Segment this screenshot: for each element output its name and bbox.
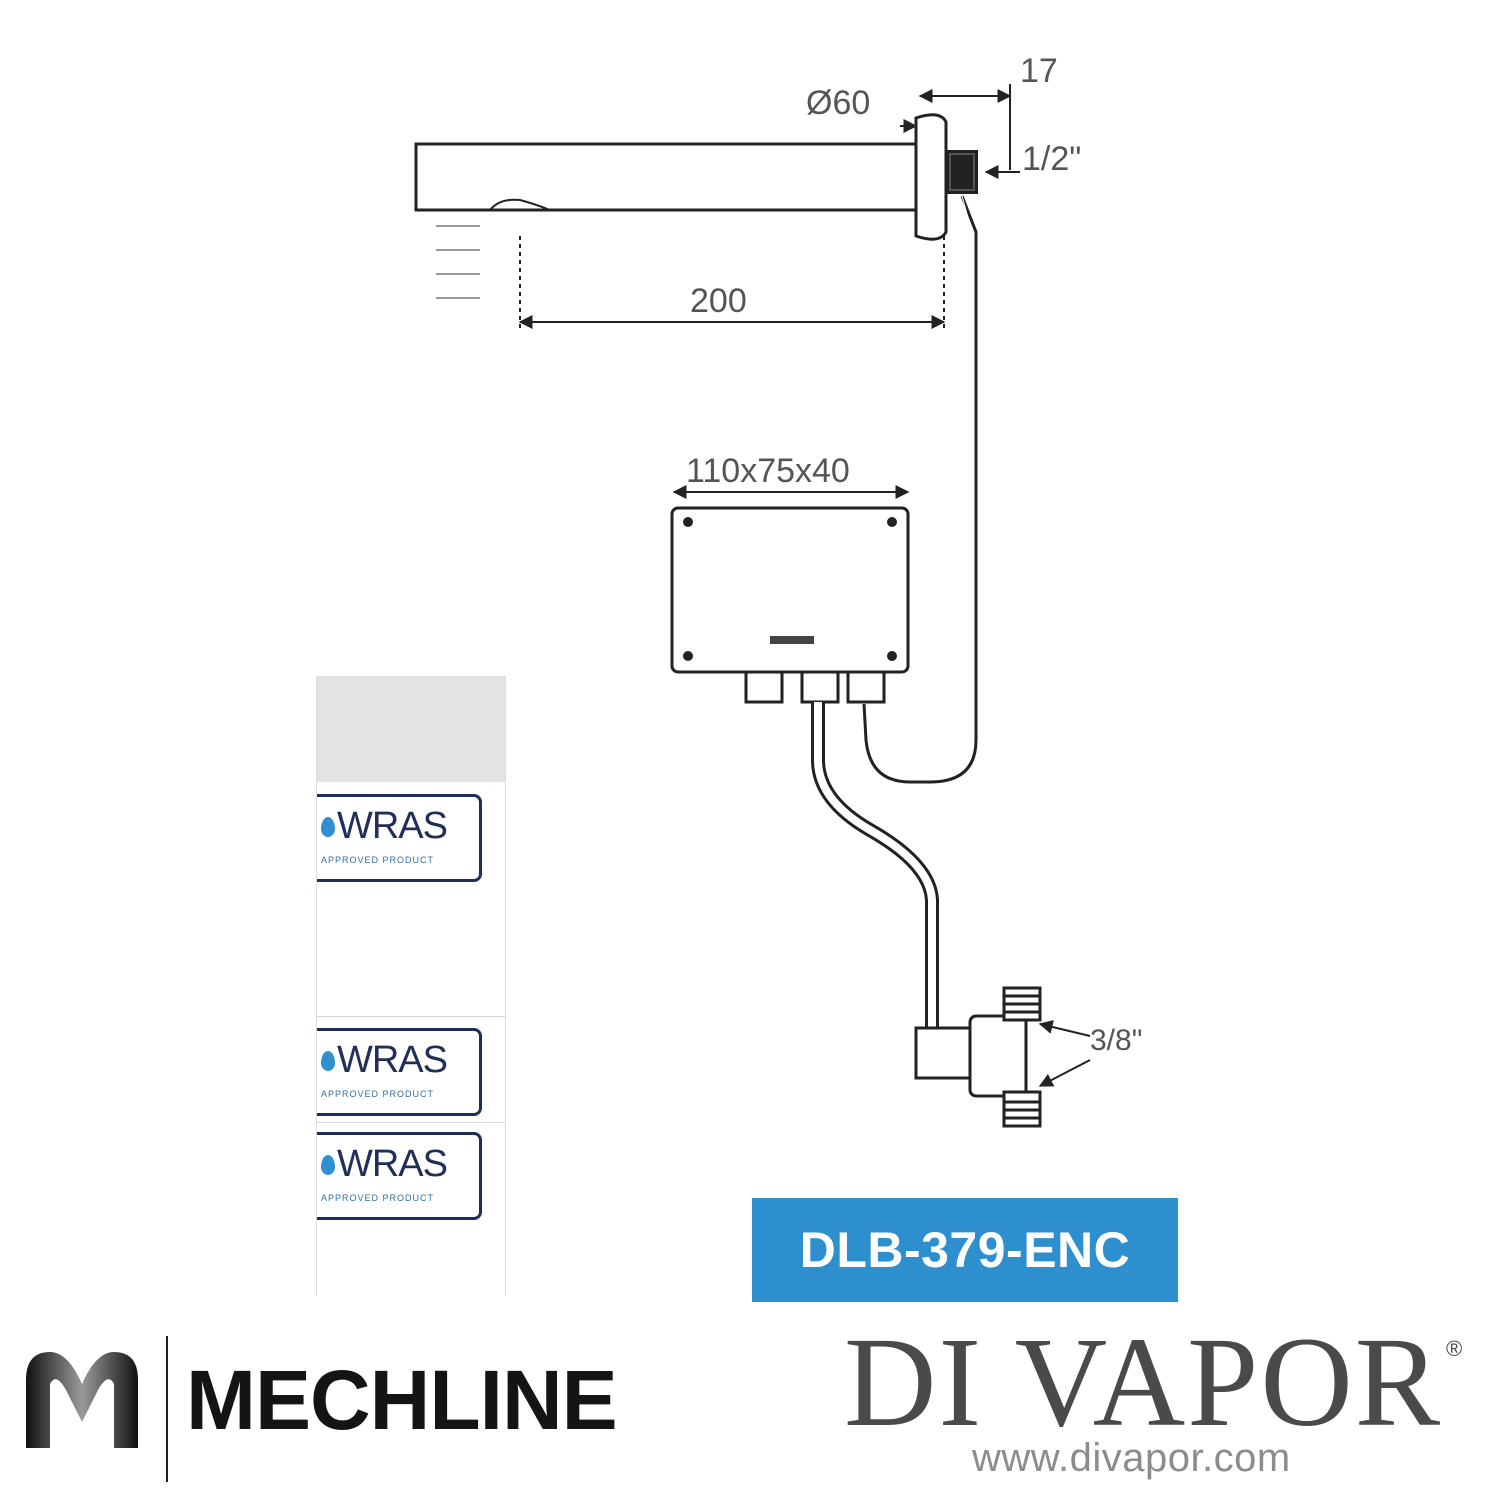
- registered-mark: ®: [1446, 1336, 1463, 1361]
- wras-word: WRAS: [337, 805, 448, 847]
- spout-length-label: 200: [690, 282, 747, 320]
- valve-thread-label: 3/8": [1090, 1024, 1142, 1057]
- wras-badge: WRAS APPROVED PRODUCT: [317, 794, 482, 882]
- wras-subtext: APPROVED PRODUCT: [321, 1193, 435, 1203]
- solenoid-valve: [914, 986, 1042, 1128]
- control-box: [670, 506, 910, 704]
- retailer-url[interactable]: www.divapor.com: [972, 1436, 1291, 1480]
- water-drop-icon: [321, 1155, 335, 1175]
- panel-divider: [317, 1016, 505, 1017]
- water-drop-icon: [321, 817, 335, 837]
- wras-word: WRAS: [337, 1039, 448, 1081]
- diameter-label: Ø60: [806, 84, 870, 122]
- inlet-connector: [946, 150, 978, 194]
- dimension-lines: [518, 84, 1091, 1087]
- box-size-label: 110x75x40: [686, 452, 850, 490]
- brand-divider: [166, 1336, 168, 1482]
- retailer-name: DI VAPOR: [844, 1311, 1443, 1453]
- mechline-logo-icon: [26, 1352, 138, 1448]
- depth-label: 17: [1020, 52, 1058, 90]
- inlet-label: 1/2": [1022, 140, 1081, 178]
- sensor-cable: [862, 195, 978, 784]
- wras-word: WRAS: [337, 1143, 448, 1185]
- model-number-badge: DLB-379-ENC: [752, 1198, 1178, 1302]
- certification-panel: WRAS APPROVED PRODUCT WRAS APPROVED PROD…: [316, 676, 506, 1296]
- panel-divider: [317, 1122, 505, 1123]
- wras-badge: WRAS APPROVED PRODUCT: [317, 1028, 482, 1116]
- wras-subtext: APPROVED PRODUCT: [321, 1089, 435, 1099]
- wras-badge: WRAS APPROVED PRODUCT: [317, 1132, 482, 1220]
- manufacturer-name: MECHLINE: [186, 1353, 618, 1447]
- wras-subtext: APPROVED PRODUCT: [321, 855, 435, 865]
- water-drop-icon: [321, 1051, 335, 1071]
- panel-header-shade: [317, 676, 505, 782]
- spout-outline: [414, 113, 948, 241]
- water-stream: [436, 225, 480, 299]
